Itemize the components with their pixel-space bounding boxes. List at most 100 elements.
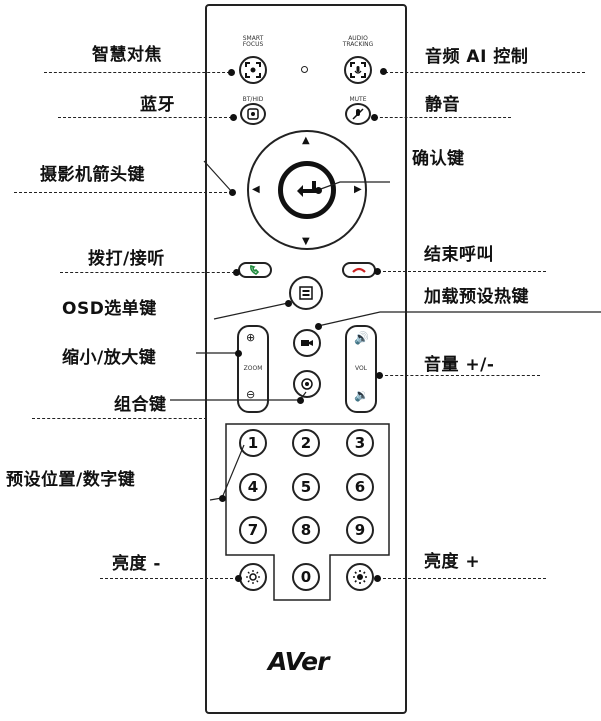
phone-icon [250, 265, 260, 275]
label-end-call: 结束呼叫 [424, 245, 494, 265]
dot-osd [284, 299, 292, 307]
key-label: 0 [300, 568, 312, 586]
dash-brightness-plus [378, 578, 546, 579]
enter-button[interactable] [278, 161, 336, 219]
label-bluetooth: 蓝牙 [140, 95, 175, 115]
arrow-right-icon[interactable]: ▶ [354, 184, 362, 195]
volume-down-icon[interactable]: 🔉 [354, 388, 369, 402]
label-brightness-minus: 亮度 - [112, 554, 161, 574]
dash-camera [14, 192, 232, 193]
brightness-minus-icon [246, 570, 260, 584]
dot-dial [232, 268, 240, 276]
mute-caption: MUTE [349, 96, 367, 103]
focus-icon [245, 62, 261, 78]
dash-brightness-minus [100, 578, 238, 579]
key-label: 2 [300, 434, 312, 452]
arrow-left-icon[interactable]: ◀ [252, 184, 260, 195]
mic-mute-icon [352, 108, 364, 120]
dash-audio-ai [385, 72, 585, 73]
zoom-out-icon[interactable]: ⊖ [246, 388, 256, 401]
key-label: 8 [300, 521, 312, 539]
key-label: 1 [247, 434, 259, 452]
dot-smart-focus [227, 68, 235, 76]
combo-icon [301, 378, 313, 390]
key-label: 5 [300, 478, 312, 496]
zoom-rocker[interactable] [237, 325, 269, 413]
combo-button[interactable] [293, 370, 321, 398]
label-mute: 静音 [425, 95, 460, 115]
volume-up-icon[interactable]: 🔊 [354, 331, 369, 345]
arrow-down-icon[interactable]: ▼ [302, 236, 310, 247]
indicator-light [301, 66, 308, 73]
camera-preset-button[interactable] [293, 329, 321, 357]
key-4[interactable]: 4 [239, 473, 267, 501]
dot-confirm [314, 186, 322, 194]
dot-brightness-plus [373, 574, 381, 582]
dot-combo [296, 396, 304, 404]
mute-button[interactable] [345, 103, 371, 125]
dot-preset [218, 494, 226, 502]
zoom-in-icon[interactable]: ⊕ [246, 331, 256, 344]
enter-icon [297, 181, 316, 197]
label-zoom: 缩小/放大键 [62, 348, 157, 368]
key-label: 4 [247, 478, 259, 496]
label-combo: 组合键 [114, 395, 167, 415]
key-label: 3 [354, 434, 366, 452]
dot-volume [375, 371, 383, 379]
key-9[interactable]: 9 [346, 516, 374, 544]
camera-icon [301, 340, 313, 346]
key-label: 9 [354, 521, 366, 539]
smart-focus-caption: SMART FOCUS [242, 35, 264, 48]
bluetooth-button[interactable] [240, 103, 266, 125]
audio-tracking-caption: AUDIO TRACKING [342, 35, 374, 48]
brightness-plus-icon [353, 570, 367, 584]
dot-audio-ai [379, 67, 387, 75]
vol-caption: VOL [354, 365, 368, 372]
volume-rocker[interactable] [345, 325, 377, 413]
menu-icon [299, 286, 313, 300]
key-3[interactable]: 3 [346, 429, 374, 457]
key-7[interactable]: 7 [239, 516, 267, 544]
dot-brightness-minus [234, 574, 242, 582]
label-audio-ai: 音频 AI 控制 [425, 47, 529, 67]
key-6[interactable]: 6 [346, 473, 374, 501]
key-label: 7 [247, 521, 259, 539]
zoom-caption: ZOOM [243, 365, 263, 372]
key-2[interactable]: 2 [292, 429, 320, 457]
dot-bluetooth [229, 113, 237, 121]
audio-tracking-icon [350, 62, 366, 78]
smart-focus-button[interactable] [239, 56, 267, 84]
brand-logo: AVer [268, 647, 329, 676]
dash-dial [60, 272, 235, 273]
dot-mute [370, 113, 378, 121]
dash-bluetooth [58, 117, 232, 118]
label-volume: 音量 +/- [424, 355, 495, 375]
arrow-up-icon[interactable]: ▲ [302, 135, 310, 146]
dot-load-preset [314, 322, 322, 330]
dash-volume [380, 375, 540, 376]
key-5[interactable]: 5 [292, 473, 320, 501]
dash-mute [375, 117, 511, 118]
dash-end [378, 271, 546, 272]
dot-camera [228, 188, 236, 196]
osd-menu-button[interactable] [289, 276, 323, 310]
key-8[interactable]: 8 [292, 516, 320, 544]
label-smart-focus: 智慧对焦 [92, 45, 162, 65]
bluetooth-caption: BT/HID [242, 96, 264, 103]
label-confirm: 确认键 [412, 149, 465, 169]
dot-zoom [234, 349, 242, 357]
hang-up-icon [352, 267, 366, 273]
bluetooth-icon [247, 108, 259, 120]
brightness-plus-button[interactable] [346, 563, 374, 591]
audio-ai-button[interactable] [344, 56, 372, 84]
label-load-preset: 加载预设热键 [424, 287, 529, 307]
label-brightness-plus: 亮度 + [424, 552, 481, 572]
dot-end [373, 267, 381, 275]
label-osd-menu: OSD选单键 [62, 299, 157, 319]
key-1[interactable]: 1 [239, 429, 267, 457]
dpad-ring[interactable] [247, 130, 367, 250]
dash-smart-focus [44, 72, 230, 73]
key-0[interactable]: 0 [292, 563, 320, 591]
